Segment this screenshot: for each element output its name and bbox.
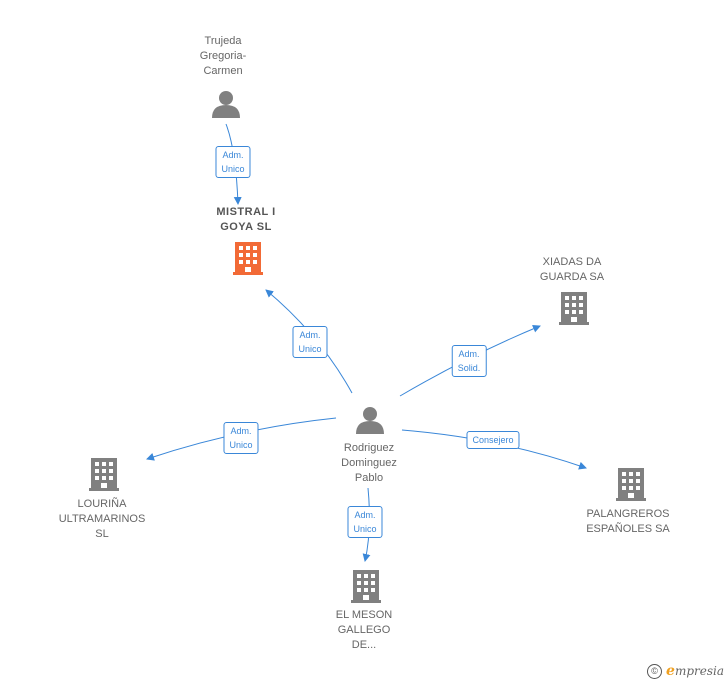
building-icon-xiadas[interactable] [559, 292, 589, 325]
building-icon-palangreros[interactable] [616, 468, 646, 501]
node-label-mistral[interactable]: MISTRAL I GOYA SL [216, 206, 276, 233]
person-icon[interactable] [212, 91, 240, 118]
brand-name: mpresia [674, 664, 724, 678]
edge-label-rodriguez-elmeson: Adm. Unico [347, 506, 383, 538]
footer-brand: © empresia [647, 663, 724, 679]
node-label-lourina[interactable]: LOURIÑA ULTRAMARINOS SL [58, 498, 146, 540]
brand-initial: e [666, 663, 675, 679]
person-icon[interactable] [356, 407, 384, 434]
edge-label-trujeda-mistral: Adm. Unico [215, 146, 251, 178]
node-label-rodriguez[interactable]: Rodriguez Dominguez Pablo [341, 442, 397, 484]
node-label-xiadas[interactable]: XIADAS DA GUARDA SA [539, 256, 605, 283]
brand-logo: empresia [666, 663, 724, 679]
copyright-icon: © [647, 663, 663, 679]
edge-label-rodriguez-lourina: Adm. Unico [223, 422, 259, 454]
node-label-trujeda[interactable]: Trujeda Gregoria- Carmen [199, 35, 247, 77]
building-icon-lourina[interactable] [89, 458, 119, 491]
building-icon-mistral[interactable] [233, 242, 263, 275]
edge-label-rodriguez-palangreros: Consejero [466, 431, 520, 449]
node-label-elmeson[interactable]: EL MESON GALLEGO DE... [335, 609, 393, 651]
node-label-palangreros[interactable]: PALANGREROS ESPAÑOLES SA [586, 508, 670, 535]
building-icon-elmeson[interactable] [351, 570, 381, 603]
edge-label-rodriguez-mistral: Adm. Unico [292, 326, 328, 358]
edge-label-rodriguez-xiadas: Adm. Solid. [451, 345, 487, 377]
